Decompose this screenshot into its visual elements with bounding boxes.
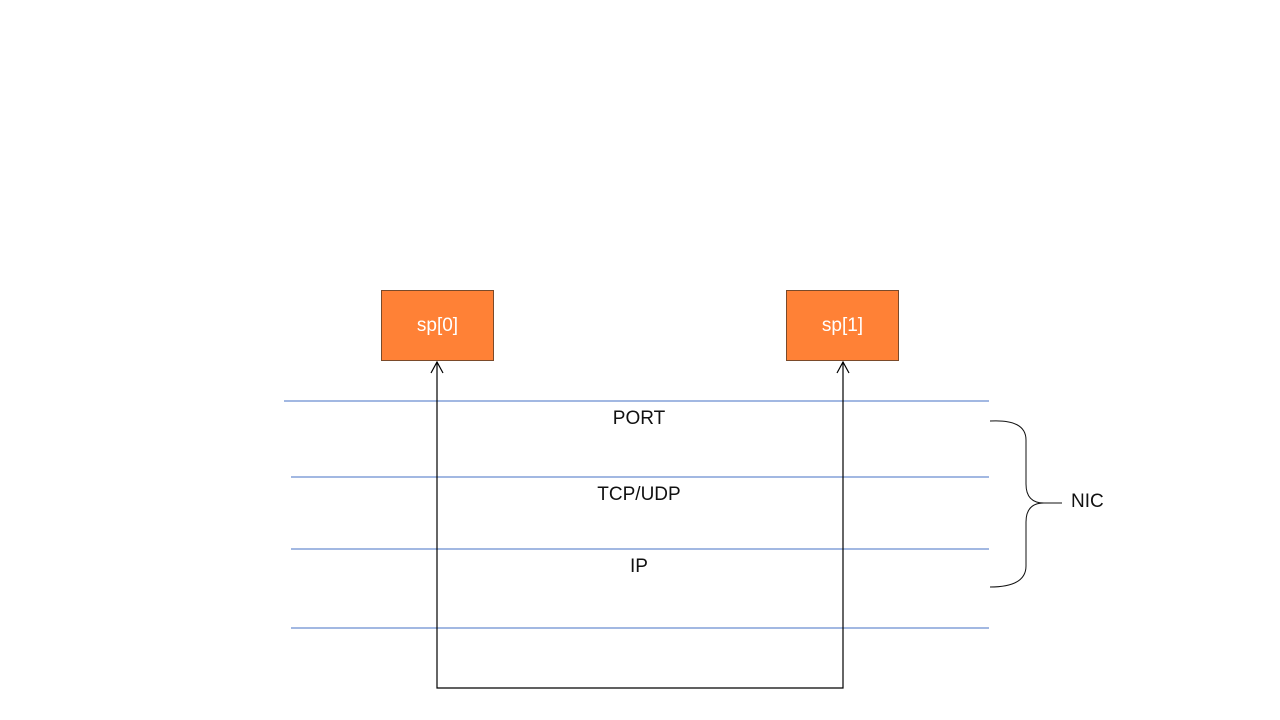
socket-box-sp0: sp[0] — [381, 290, 494, 361]
layer-label-port: PORT — [612, 408, 666, 429]
loopback-path — [436, 362, 844, 689]
arrowhead-sp0-icon — [430, 360, 444, 374]
socket-box-sp1: sp[1] — [786, 290, 899, 361]
nic-label: NIC — [1071, 491, 1104, 512]
socket-label-sp0: sp[0] — [416, 314, 459, 336]
nic-brace-icon — [989, 420, 1062, 588]
socket-label-sp1: sp[1] — [821, 314, 864, 336]
layer-label-ip: IP — [630, 556, 648, 577]
layer-label-tcp-udp: TCP/UDP — [597, 484, 681, 505]
arrowhead-sp1-icon — [836, 360, 850, 374]
